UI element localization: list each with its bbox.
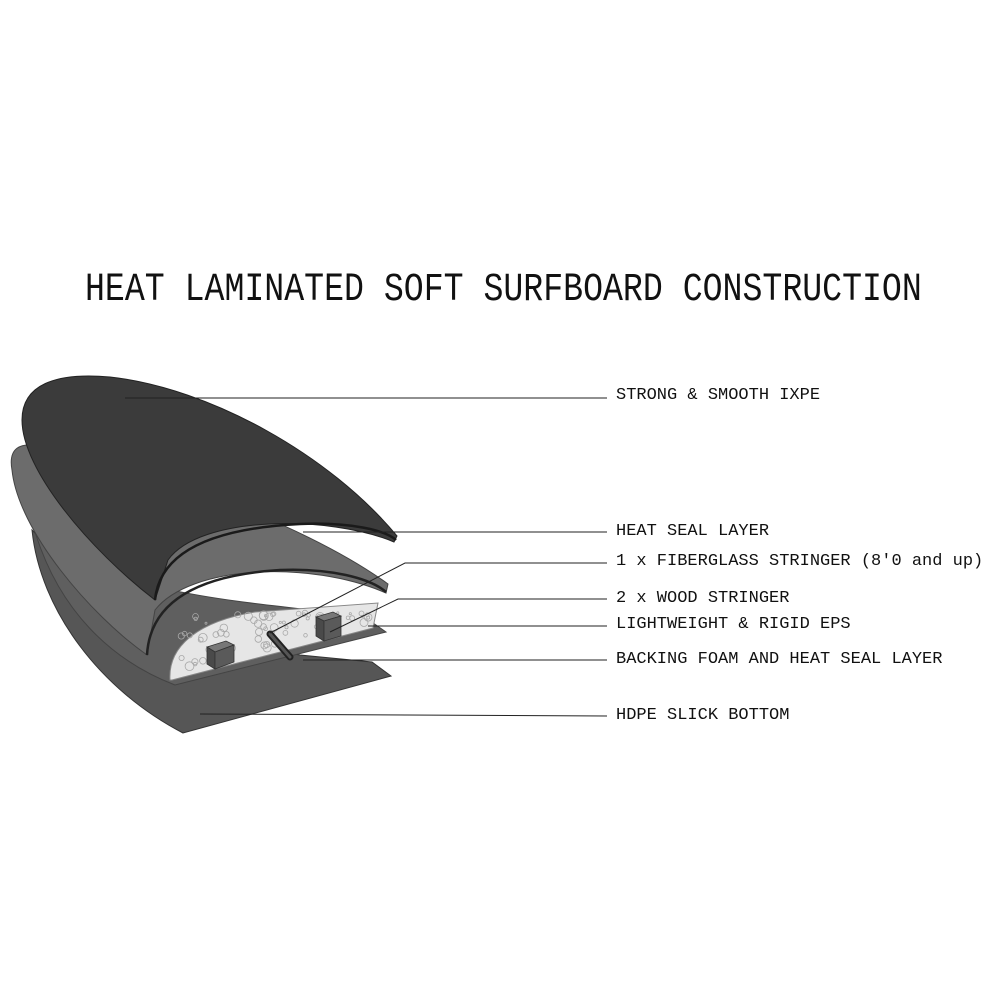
foam-bubble xyxy=(178,655,185,662)
label-heat-seal: HEAT SEAL LAYER xyxy=(616,522,770,541)
label-eps: LIGHTWEIGHT & RIGID EPS xyxy=(616,615,851,634)
foam-bubble xyxy=(269,623,279,632)
foam-bubble xyxy=(177,632,185,640)
foam-bubble xyxy=(359,618,369,627)
foam-bubble xyxy=(270,611,276,618)
foam-bubble xyxy=(184,661,195,671)
foam-bubble xyxy=(281,620,286,625)
label-wood-stringer: 2 x WOOD STRINGER xyxy=(616,589,790,608)
foam-bubble xyxy=(234,611,242,619)
foam-bubble xyxy=(217,628,225,637)
foam-bubble xyxy=(282,630,289,636)
label-backing-foam: BACKING FOAM AND HEAT SEAL LAYER xyxy=(616,650,943,669)
foam-bubble xyxy=(303,633,308,638)
foam-bubble xyxy=(260,623,267,630)
label-hdpe: HDPE SLICK BOTTOM xyxy=(616,706,790,725)
foam-bubble xyxy=(278,620,282,624)
foam-bubble xyxy=(223,631,230,638)
foam-bubble xyxy=(271,611,277,617)
foam-bubble xyxy=(243,611,253,621)
leader-lines xyxy=(125,397,608,717)
foam-bubble xyxy=(198,633,208,643)
foam-bubble xyxy=(204,621,208,625)
foam-bubble xyxy=(263,626,268,631)
diagram-title: HEAT LAMINATED SOFT SURFBOARD CONSTRUCTI… xyxy=(85,268,922,313)
foam-bubble xyxy=(186,632,193,639)
foam-bubble xyxy=(258,610,269,621)
foam-bubble xyxy=(199,657,207,665)
fiberglass-stringer xyxy=(266,630,294,661)
wood-stringer-left xyxy=(206,640,236,670)
foam-bubble xyxy=(197,636,204,643)
foam-bubble xyxy=(366,615,371,620)
foam-bubble xyxy=(295,610,302,617)
ixpe-lip xyxy=(153,522,397,601)
foam-bubble xyxy=(193,616,198,622)
leader-wood xyxy=(329,598,607,633)
foam-bubble xyxy=(191,658,199,666)
foam-bubble xyxy=(260,641,269,650)
foam-bubble xyxy=(255,628,263,636)
ixpe-top-layer xyxy=(21,375,398,601)
leader-fiberglass xyxy=(269,562,607,634)
label-ixpe: STRONG & SMOOTH IXPE xyxy=(616,386,821,405)
foam-bubble xyxy=(348,612,352,616)
foam-bubble xyxy=(301,609,308,617)
foam-bubble xyxy=(212,631,220,638)
foam-bubble xyxy=(284,625,289,630)
foam-bubble xyxy=(250,616,258,624)
foam-bubble xyxy=(192,613,199,620)
leader-hdpe xyxy=(199,713,608,717)
wood-stringer-right xyxy=(314,611,343,642)
heat-seal-lip xyxy=(145,568,387,656)
label-fiberglass-stringer: 1 x FIBERGLASS STRINGER (8'0 and up) xyxy=(616,552,984,571)
eps-bubbles xyxy=(177,609,373,671)
foam-bubble xyxy=(262,643,272,653)
foam-bubble xyxy=(219,623,228,633)
foam-bubble xyxy=(192,661,198,667)
